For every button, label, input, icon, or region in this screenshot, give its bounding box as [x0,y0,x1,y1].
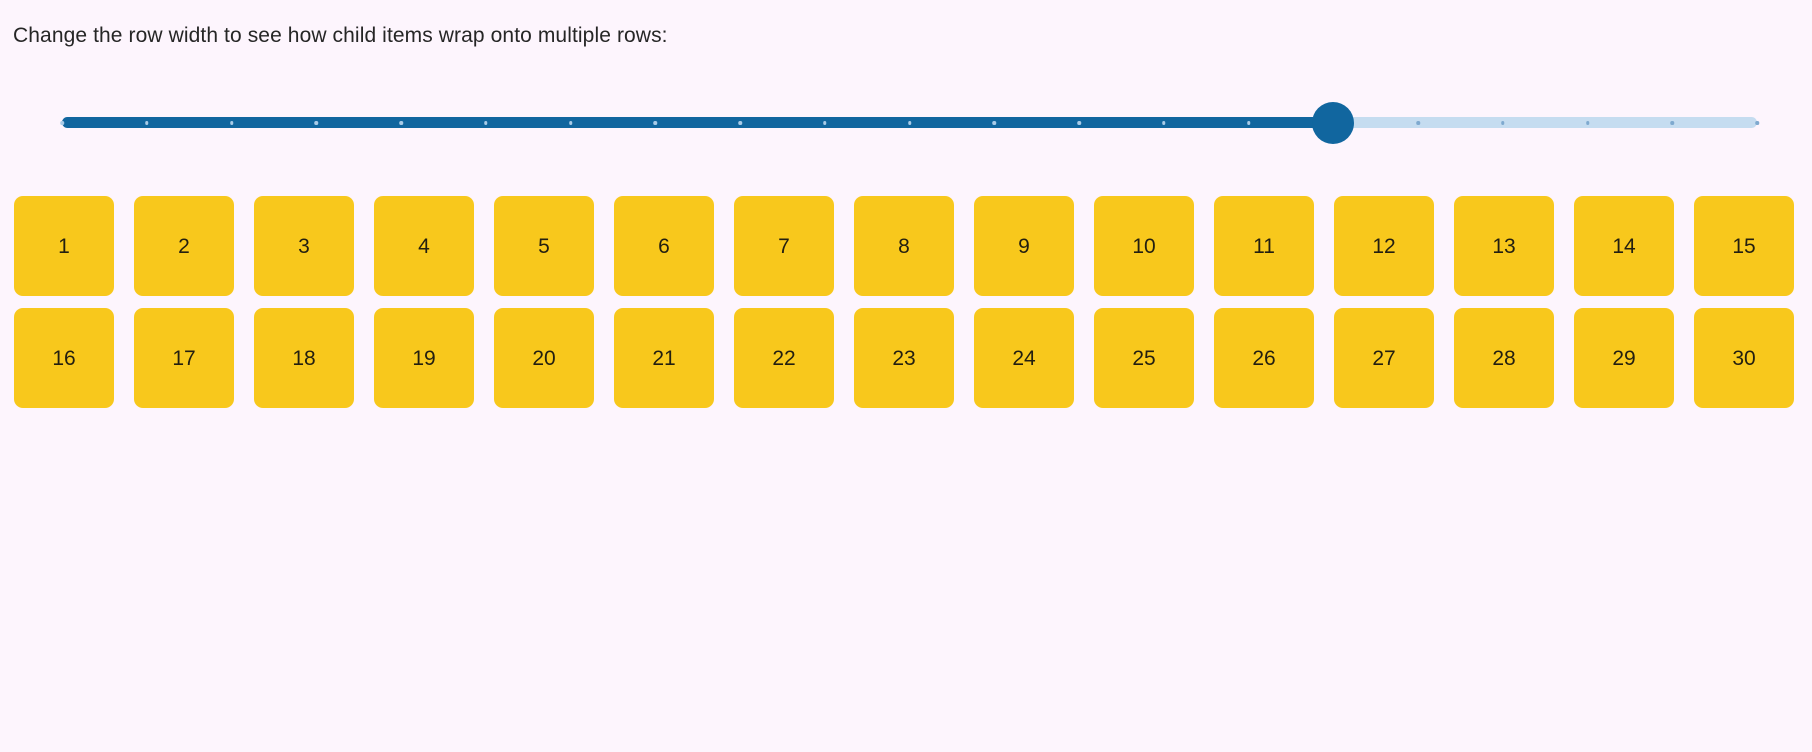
flex-item: 25 [1094,308,1194,408]
flex-item: 29 [1574,308,1674,408]
flex-item: 26 [1214,308,1314,408]
flex-item-label: 13 [1492,234,1516,258]
flex-item: 8 [854,196,954,296]
flex-item: 9 [974,196,1074,296]
flex-item-label: 26 [1252,346,1276,370]
flex-item: 2 [134,196,234,296]
flex-item: 19 [374,308,474,408]
flex-item-label: 4 [418,234,430,258]
row-width-slider[interactable] [60,96,1759,150]
flex-item-label: 27 [1372,346,1396,370]
flex-item: 7 [734,196,834,296]
flex-item: 20 [494,308,594,408]
flex-item: 27 [1334,308,1434,408]
flex-item-label: 23 [892,346,916,370]
flex-item-label: 22 [772,346,796,370]
slider-container [0,96,1812,150]
flex-item: 22 [734,308,834,408]
flex-item: 3 [254,196,354,296]
flex-item-label: 15 [1732,234,1756,258]
slider-rail[interactable] [62,117,1757,128]
flex-item-label: 25 [1132,346,1156,370]
flex-item-label: 28 [1492,346,1516,370]
flex-item: 16 [14,308,114,408]
flex-item: 4 [374,196,474,296]
flex-item: 12 [1334,196,1434,296]
flex-item-label: 14 [1612,234,1636,258]
flex-item-label: 8 [898,234,910,258]
flex-item: 28 [1454,308,1554,408]
flex-item: 21 [614,308,714,408]
flex-item-label: 3 [298,234,310,258]
flex-item-label: 6 [658,234,670,258]
flex-item-label: 11 [1253,234,1275,258]
flex-item: 13 [1454,196,1554,296]
flex-item-label: 20 [532,346,556,370]
flex-item-label: 17 [172,346,196,370]
flex-item-label: 16 [52,346,76,370]
flex-item: 6 [614,196,714,296]
flex-item-label: 18 [292,346,316,370]
flex-item: 1 [14,196,114,296]
flex-item-label: 7 [778,234,790,258]
instruction-text: Change the row width to see how child it… [13,24,668,47]
flex-item: 5 [494,196,594,296]
flex-item-label: 2 [178,234,190,258]
item-row: 16 17 18 19 20 21 22 23 24 25 26 27 28 29 30 [14,308,1798,408]
flex-item: 15 [1694,196,1794,296]
flex-item: 30 [1694,308,1794,408]
flex-item-label: 24 [1012,346,1036,370]
flex-item-label: 30 [1732,346,1756,370]
flex-item-label: 21 [652,346,676,370]
flex-item-label: 5 [538,234,550,258]
flex-item: 17 [134,308,234,408]
flex-item: 10 [1094,196,1194,296]
flex-item: 23 [854,308,954,408]
slider-fill [62,117,1334,128]
flex-item-label: 12 [1372,234,1396,258]
flex-item: 11 [1214,196,1314,296]
flex-item-label: 10 [1132,234,1156,258]
flex-item: 18 [254,308,354,408]
flex-item-label: 19 [412,346,436,370]
flex-item-label: 1 [58,234,70,258]
slider-thumb[interactable] [1312,102,1355,144]
flex-item: 24 [974,308,1074,408]
flex-item: 14 [1574,196,1674,296]
flex-item-label: 29 [1612,346,1636,370]
flex-item-label: 9 [1018,234,1030,258]
